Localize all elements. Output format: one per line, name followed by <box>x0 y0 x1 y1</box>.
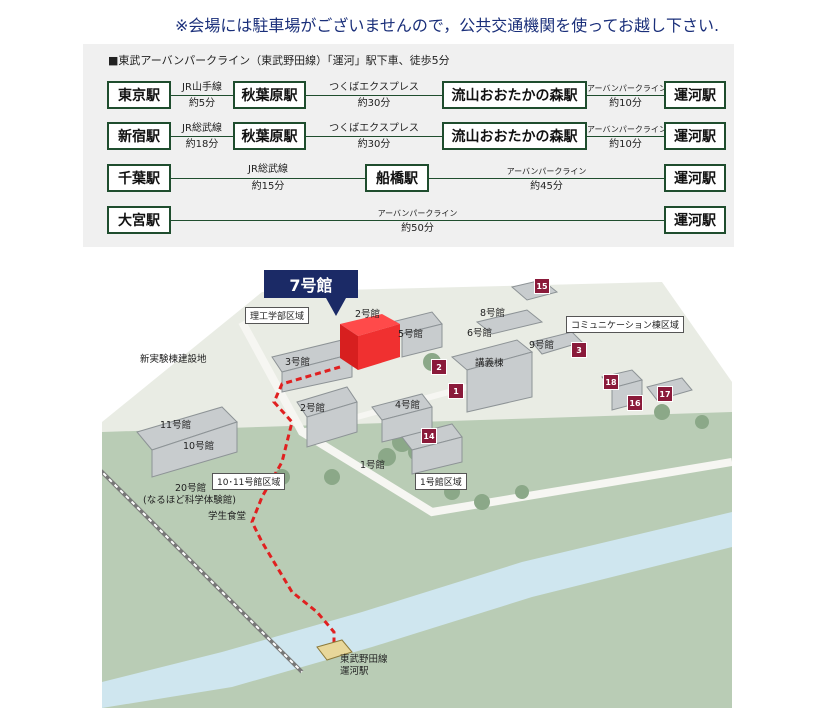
zone-engineering: 理工学部区域 <box>245 307 310 324</box>
label-building-2: 2号館 <box>300 403 326 414</box>
route-line <box>171 220 664 221</box>
route-line <box>587 95 664 96</box>
travel-time: 約30分 <box>357 139 391 150</box>
line-name: アーバンパークライン <box>506 167 587 176</box>
line-name: アーバンパークライン <box>587 125 667 134</box>
route-header: ■東武アーバンパークライン（東武野田線）「運河」駅下車、徒歩5分 <box>108 54 450 67</box>
zone-communication: コミュニケーション棟区域 <box>566 316 684 333</box>
marker-2: 2 <box>431 359 447 375</box>
label-building-5: 5号館 <box>398 329 424 340</box>
label-science-museum: (なるほど科学体験館) <box>143 495 236 506</box>
station-nagareyama: 流山おおたかの森駅 <box>442 81 587 109</box>
station-shinjuku: 新宿駅 <box>107 122 171 150</box>
label-building-9: 9号館 <box>529 340 555 351</box>
label-building-20: 20号館 <box>175 483 207 494</box>
station-unga: 運河駅 <box>664 206 726 234</box>
travel-time: 約50分 <box>401 223 434 234</box>
zone-1: 1号館区域 <box>415 473 467 490</box>
route-line <box>306 136 442 137</box>
travel-time: 約18分 <box>185 139 219 150</box>
route-line <box>171 136 233 137</box>
zone-10-11: 10･11号館区域 <box>212 473 286 490</box>
station-unga: 運河駅 <box>664 81 726 109</box>
label-new-lab-site: 新実験棟建設地 <box>140 354 207 365</box>
line-name: JR総武線 <box>248 164 288 175</box>
station-funabashi: 船橋駅 <box>365 164 429 192</box>
route-line <box>587 136 664 137</box>
station-tokyo: 東京駅 <box>107 81 171 109</box>
station-chiba: 千葉駅 <box>107 164 171 192</box>
line-name: アーバンパークライン <box>377 209 458 218</box>
station-unga: 運河駅 <box>664 164 726 192</box>
station-unga: 運河駅 <box>664 122 726 150</box>
line-name: JR総武線 <box>182 123 222 134</box>
line-name: アーバンパークライン <box>587 84 667 93</box>
line-name: つくばエクスプレス <box>329 123 419 134</box>
badge-pointer <box>326 298 346 316</box>
label-building-3: 3号館 <box>285 357 311 368</box>
line-name: JR山手線 <box>182 82 222 93</box>
label-building-10: 10号館 <box>183 441 215 452</box>
marker-15: 15 <box>534 278 550 294</box>
route-line <box>171 178 365 179</box>
target-building-badge: 7号館 <box>264 270 358 298</box>
travel-time: 約10分 <box>609 139 642 150</box>
label-building-8: 8号館 <box>480 308 506 319</box>
marker-1: 1 <box>448 383 464 399</box>
line-name: つくばエクスプレス <box>329 82 419 93</box>
station-nagareyama: 流山おおたかの森駅 <box>442 122 587 150</box>
label-building-6: 6号館 <box>467 328 493 339</box>
label-building-11: 11号館 <box>160 420 192 431</box>
marker-16: 16 <box>627 395 643 411</box>
label-building-1: 1号館 <box>360 460 386 471</box>
marker-18: 18 <box>603 374 619 390</box>
label-station-name: 運河駅 <box>340 666 369 677</box>
label-building-2-top: 2号館 <box>355 309 381 320</box>
route-line <box>306 95 442 96</box>
travel-time: 約10分 <box>609 98 642 109</box>
station-akihabara: 秋葉原駅 <box>233 122 306 150</box>
marker-3: 3 <box>571 342 587 358</box>
route-line <box>171 95 233 96</box>
travel-time: 約30分 <box>357 98 391 109</box>
marker-14: 14 <box>421 428 437 444</box>
travel-time: 約15分 <box>251 181 285 192</box>
route-line <box>429 178 664 179</box>
label-building-4: 4号館 <box>395 400 421 411</box>
label-station-line: 東武野田線 <box>340 654 388 665</box>
travel-time: 約45分 <box>530 181 563 192</box>
marker-17: 17 <box>657 386 673 402</box>
label-cafeteria: 学生食堂 <box>208 511 247 522</box>
travel-time: 約5分 <box>188 98 216 109</box>
route-panel <box>83 44 734 247</box>
station-omiya: 大宮駅 <box>107 206 171 234</box>
station-akihabara: 秋葉原駅 <box>233 81 306 109</box>
parking-notice: ※会場には駐車場がございませんので，公共交通機関を使ってお越し下さい. <box>175 16 720 35</box>
label-lecture-building: 講義棟 <box>475 358 504 369</box>
